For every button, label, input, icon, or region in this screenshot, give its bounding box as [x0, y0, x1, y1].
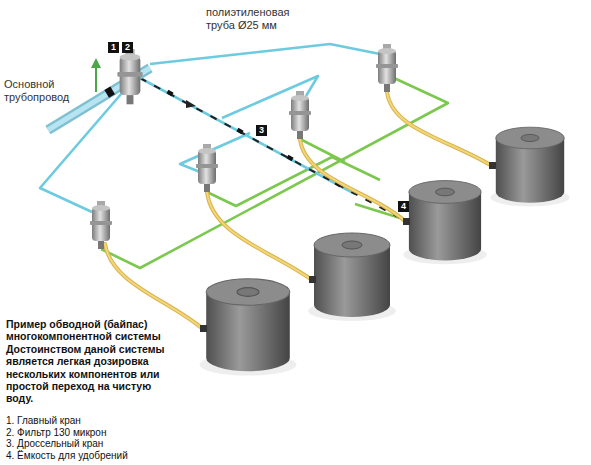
callout-number-box: 3 — [256, 119, 267, 137]
callout-number-box: 1 — [108, 36, 119, 54]
callout-number-box: 4 — [398, 195, 409, 213]
legend-list-item-box: 4. Ёмкость для удобрений — [6, 445, 196, 463]
callout-number: 2 — [122, 42, 133, 53]
caption-text: Пример обводной (байпас) многокомпонентн… — [6, 318, 178, 405]
legend-list-item: 1. Главный кран — [6, 415, 81, 427]
legend-list-item: 2. Фильтр 130 микрон — [6, 427, 106, 439]
legend-list-item-box: 1. Главный кран — [6, 410, 196, 428]
callout-number: 1 — [108, 42, 119, 53]
pipe-label: полиэтиленовая труба Ø25 мм — [206, 6, 301, 32]
pipeline-label: Основной трубопровод — [4, 78, 84, 104]
callout-number: 4 — [398, 201, 409, 212]
caption-text-box: Пример обводной (байпас) многокомпонентн… — [6, 318, 178, 406]
pipe-label-box: полиэтиленовая труба Ø25 мм — [206, 6, 301, 33]
legend-list-item-box: 3. Дроссельный кран — [6, 433, 196, 451]
pipeline-label-box: Основной трубопровод — [4, 78, 84, 105]
callout-number: 3 — [256, 125, 267, 136]
legend-list-item-box: 2. Фильтр 130 микрон — [6, 422, 196, 440]
legend-list-item: 4. Ёмкость для удобрений — [6, 450, 128, 462]
legend-list-item: 3. Дроссельный кран — [6, 438, 103, 450]
callout-number-box: 2 — [122, 36, 133, 54]
